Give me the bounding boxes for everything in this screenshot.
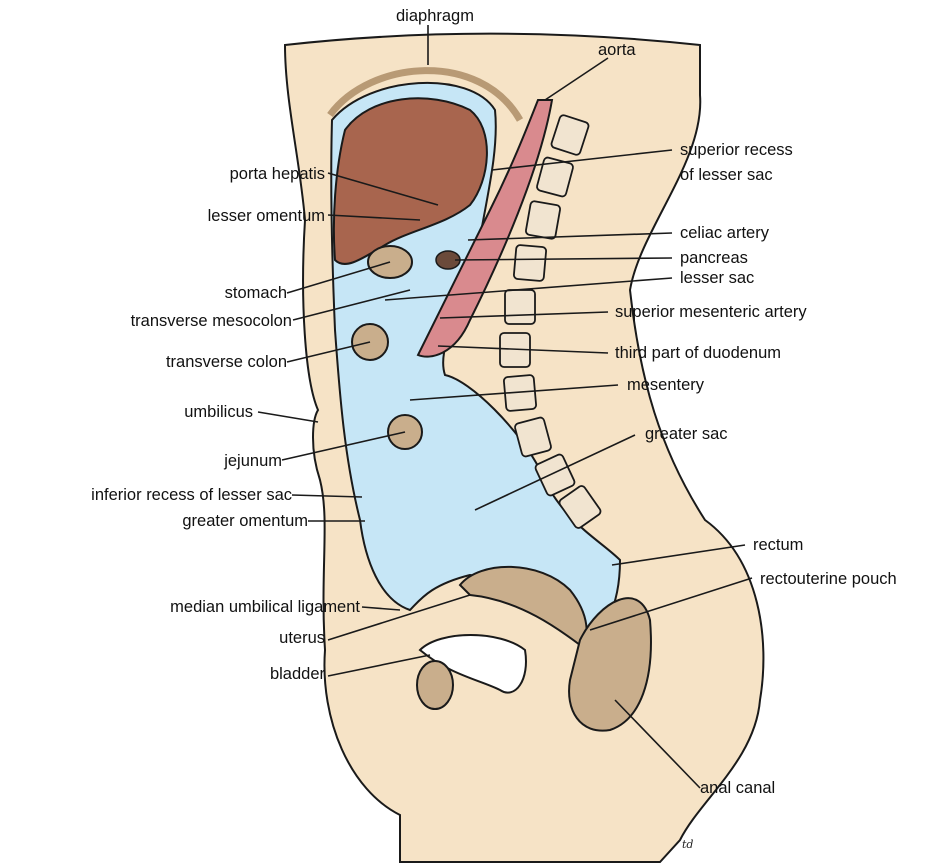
label-bladder: bladder (270, 664, 325, 684)
label-celiac-artery: celiac artery (680, 223, 769, 243)
label-superior-recess-line2: of lesser sac (680, 165, 773, 185)
label-third-part-of-duodenum: third part of duodenum (615, 343, 781, 363)
label-anal-canal: anal canal (700, 778, 775, 798)
artist-signature: td (682, 838, 693, 851)
label-diaphragm: diaphragm (396, 6, 474, 26)
label-jejunum: jejunum (224, 451, 282, 471)
label-rectum: rectum (753, 535, 803, 555)
label-median-umbilical-ligament: median umbilical ligament (170, 597, 360, 617)
label-superior-recess-line1: superior recess (680, 140, 793, 160)
label-rectouterine-pouch: rectouterine pouch (760, 569, 897, 589)
label-lesser-omentum: lesser omentum (208, 206, 325, 226)
label-superior-mesenteric-artery: superior mesenteric artery (615, 302, 807, 322)
label-transverse-mesocolon: transverse mesocolon (131, 311, 292, 331)
label-uterus: uterus (279, 628, 325, 648)
pubic-bone (417, 661, 453, 709)
label-aorta: aorta (598, 40, 636, 60)
label-greater-omentum: greater omentum (182, 511, 308, 531)
label-lesser-sac: lesser sac (680, 268, 754, 288)
label-stomach: stomach (225, 283, 287, 303)
label-pancreas: pancreas (680, 248, 748, 268)
label-mesentery: mesentery (627, 375, 704, 395)
label-greater-sac: greater sac (645, 424, 728, 444)
label-inferior-recess-of-lesser-sac: inferior recess of lesser sac (91, 485, 292, 505)
label-umbilicus: umbilicus (184, 402, 253, 422)
label-porta-hepatis: porta hepatis (230, 164, 325, 184)
label-transverse-colon: transverse colon (166, 352, 287, 372)
